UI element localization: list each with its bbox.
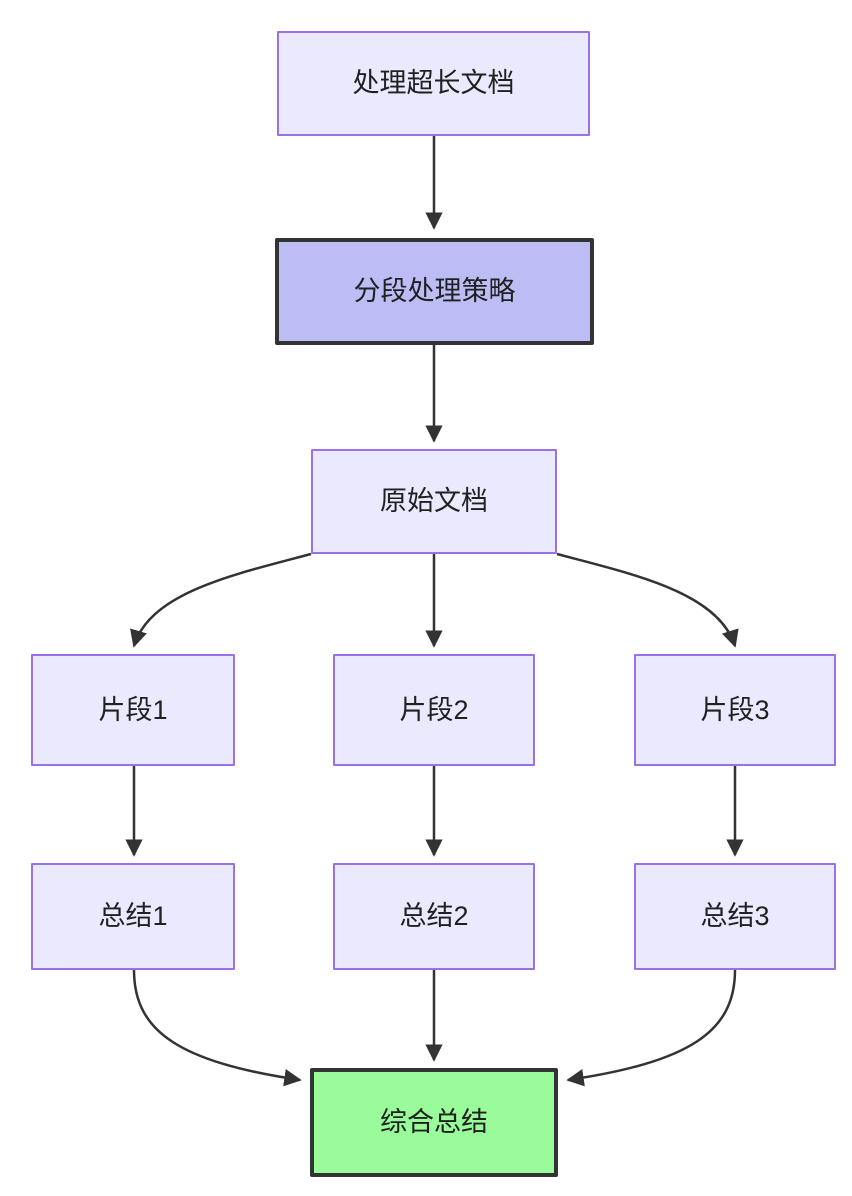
edge-summary3-final [566,969,737,1087]
node-final-label: 综合总结 [380,1107,488,1138]
node-summary1[interactable]: 总结1 [31,863,235,970]
node-source-label: 原始文档 [380,486,488,517]
node-chunk3[interactable]: 片段3 [634,654,836,766]
edge-summary1-final [132,969,302,1087]
node-summary3[interactable]: 总结3 [634,863,836,970]
node-chunk3-label: 片段3 [700,694,770,725]
edge-source-chunk3 [556,552,739,648]
node-summary2[interactable]: 总结2 [333,863,535,970]
node-strategy-label: 分段处理策略 [353,276,516,307]
edge-source-chunk1 [130,552,312,648]
node-chunk2[interactable]: 片段2 [333,654,535,766]
node-final[interactable]: 综合总结 [310,1068,558,1177]
node-summary3-label: 总结3 [700,901,770,932]
node-chunk1-label: 片段1 [98,694,168,725]
node-chunk2-label: 片段2 [399,694,469,725]
node-strategy[interactable]: 分段处理策略 [275,238,594,345]
node-root[interactable]: 处理超长文档 [277,31,590,136]
node-chunk1[interactable]: 片段1 [31,654,235,766]
node-summary2-label: 总结2 [399,901,469,932]
node-summary1-label: 总结1 [98,901,168,932]
node-root-label: 处理超长文档 [352,68,515,99]
node-source[interactable]: 原始文档 [311,449,557,554]
